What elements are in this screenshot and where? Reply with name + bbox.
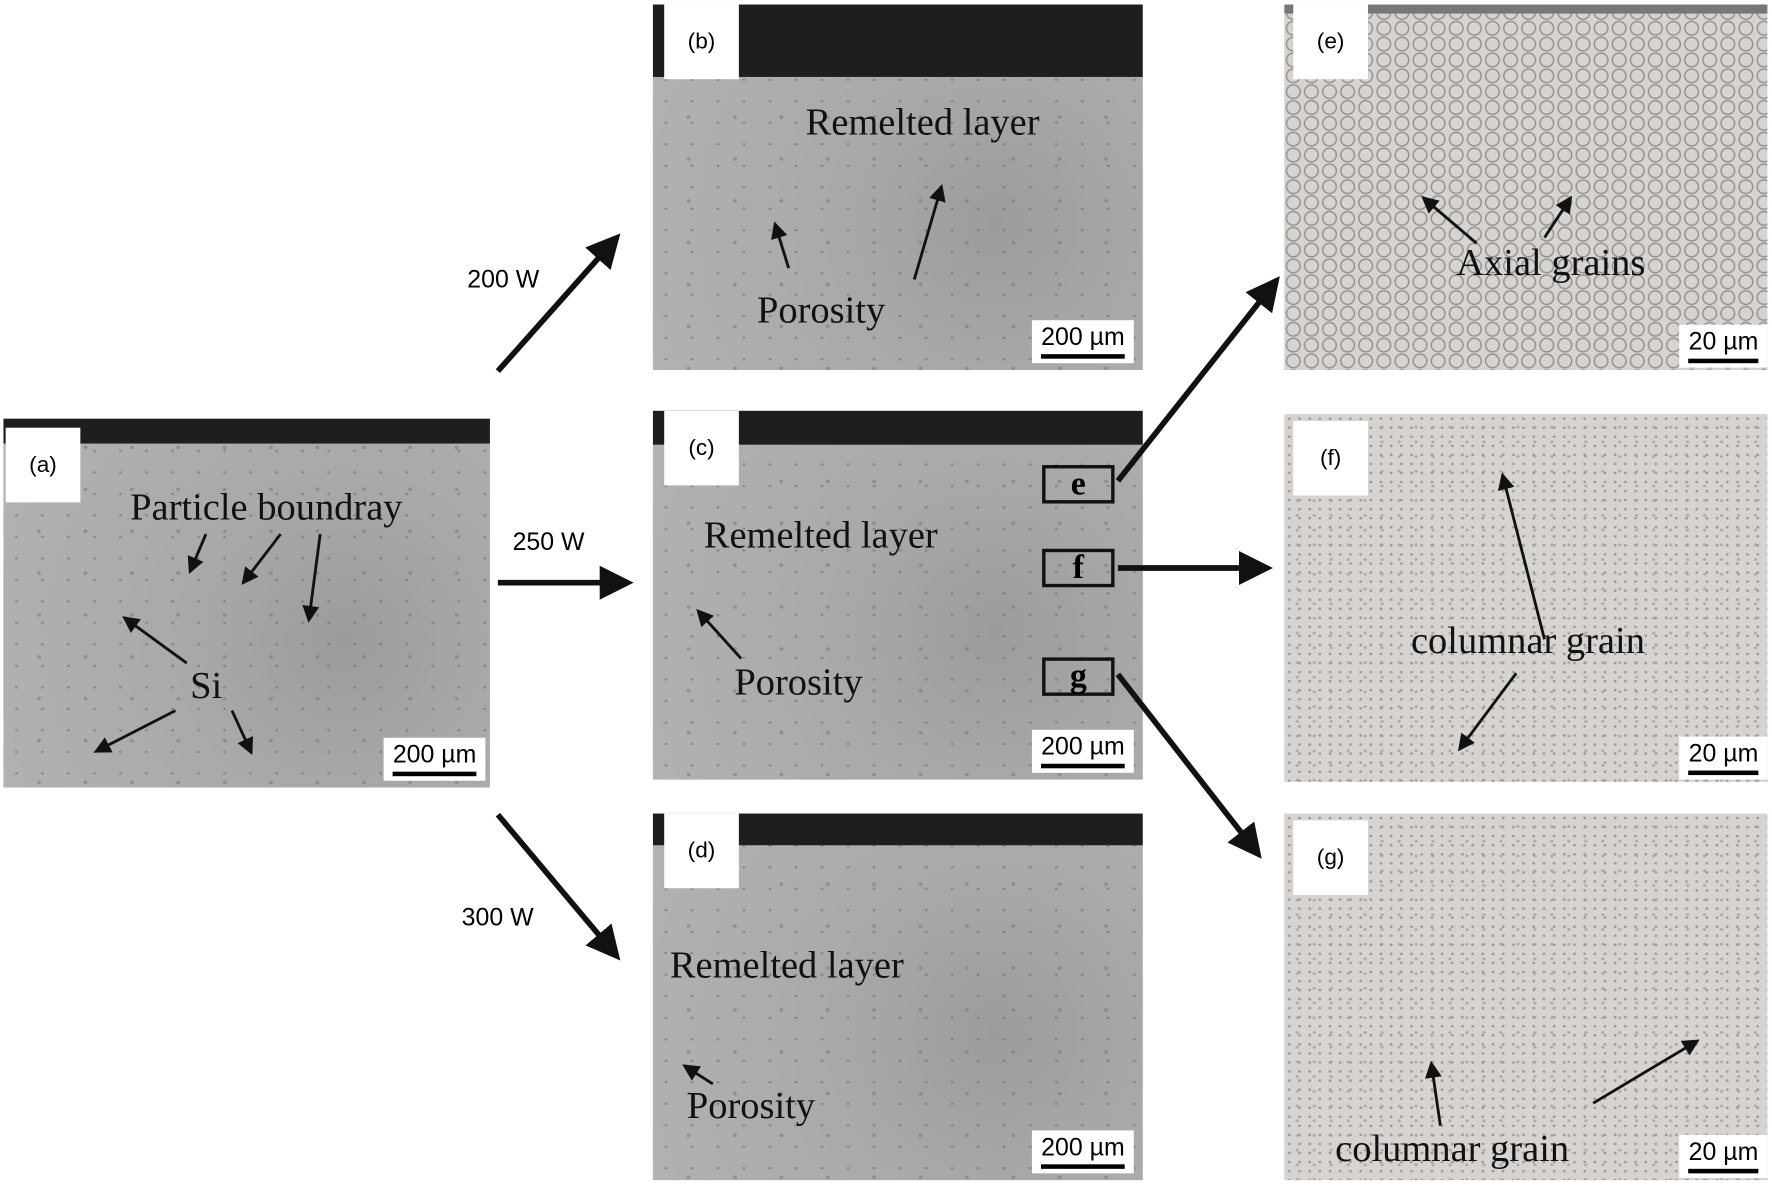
scale-bar: 20 µm bbox=[1679, 736, 1768, 780]
scale-bar: 20 µm bbox=[1679, 1134, 1768, 1178]
scale-text: 20 µm bbox=[1688, 1137, 1759, 1166]
panel-label: (f) bbox=[1293, 420, 1368, 496]
panel-c: (c) Remelted layer Porosity e f g 200 µm bbox=[652, 410, 1143, 780]
panel-label: (d) bbox=[664, 813, 739, 889]
panel-e: (e) Axial grains 20 µm bbox=[1284, 4, 1768, 371]
scale-text: 20 µm bbox=[1688, 738, 1759, 768]
annotation: Particle boundray bbox=[130, 486, 403, 529]
region-box-f: f bbox=[1042, 548, 1115, 588]
scale-text: 200 µm bbox=[1041, 322, 1125, 351]
annotation: columnar grain bbox=[1335, 1128, 1570, 1170]
panel-b: (b) Remelted layer Porosity 200 µm bbox=[652, 4, 1143, 371]
scale-text: 20 µm bbox=[1688, 327, 1759, 356]
scale-bar: 200 µm bbox=[1032, 1130, 1134, 1174]
scale-bar: 200 µm bbox=[1032, 729, 1134, 773]
annotation: Si bbox=[190, 665, 223, 708]
panel-g: (g) columnar grain 20 µm bbox=[1284, 813, 1768, 1181]
scale-text: 200 µm bbox=[1041, 732, 1125, 761]
scale-bar: 200 µm bbox=[383, 737, 486, 781]
panel-label: (b) bbox=[664, 4, 739, 80]
surface-edge bbox=[3, 418, 490, 444]
annotation: Porosity bbox=[756, 289, 886, 332]
scale-text: 200 µm bbox=[1041, 1132, 1125, 1161]
power-label-200: 200 W bbox=[467, 264, 540, 294]
annotation: Porosity bbox=[734, 661, 863, 704]
annotation: Remelted layer bbox=[669, 944, 904, 987]
arrow-300w bbox=[495, 812, 621, 961]
annotation: Remelted layer bbox=[703, 514, 938, 557]
panel-d: (d) Remelted layer Porosity 200 µm bbox=[652, 813, 1143, 1181]
scale-text: 200 µm bbox=[392, 740, 477, 769]
panel-label: (a) bbox=[5, 427, 81, 503]
region-box-e: e bbox=[1042, 465, 1115, 504]
annotation: Porosity bbox=[686, 1085, 816, 1127]
panel-a: (a) Particle boundray Si 200 µm bbox=[3, 418, 490, 788]
panel-label: (e) bbox=[1293, 4, 1368, 80]
panel-label: (g) bbox=[1293, 820, 1368, 896]
region-box-g: g bbox=[1042, 657, 1115, 696]
annotation: Axial grains bbox=[1456, 242, 1646, 285]
surface-edge bbox=[1284, 4, 1768, 14]
scale-bar: 20 µm bbox=[1679, 324, 1768, 368]
annotation: columnar grain bbox=[1410, 620, 1645, 662]
panel-f: (f) columnar grain 20 µm bbox=[1284, 414, 1768, 782]
power-label-300: 300 W bbox=[461, 902, 534, 932]
arrow-200w bbox=[495, 233, 621, 374]
scale-bar: 200 µm bbox=[1032, 320, 1134, 364]
panel-label: (c) bbox=[664, 410, 739, 486]
power-label-250: 250 W bbox=[512, 527, 585, 556]
annotation: Remelted layer bbox=[805, 101, 1040, 144]
